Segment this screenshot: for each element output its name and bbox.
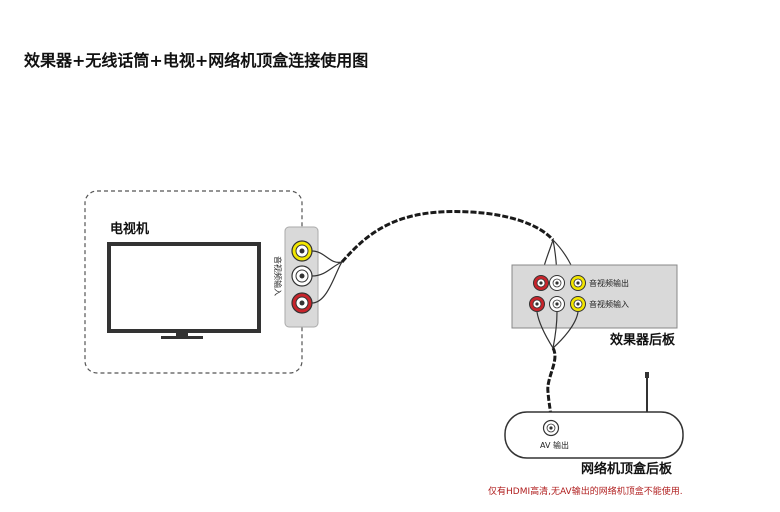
effector-yellow-jack-bottom (570, 296, 586, 312)
tv-icon (107, 242, 261, 339)
tv-white-jack (291, 265, 313, 287)
effector-red-jack-top (533, 275, 549, 291)
settop-av-label: AV 输出 (540, 440, 569, 450)
tv-input-label: 音视频输入 (273, 256, 283, 296)
effector-input-label: 音视频输入 (589, 299, 629, 309)
effector-white-jack-top (549, 275, 565, 291)
effector-white-jack-bottom (549, 296, 565, 312)
tv-yellow-jack (291, 240, 313, 262)
diagram-title: 效果器+无线话筒+电视+网络机顶盒连接使用图 (24, 51, 368, 70)
effector-yellow-jack-top (570, 275, 586, 291)
tv-label: 电视机 (110, 221, 149, 237)
settop-box: AV 输出 (504, 372, 684, 459)
tv-red-jack (291, 292, 313, 314)
effector-panel: 音视频输出 音视频输入 (511, 264, 678, 329)
settop-note: 仅有HDMI高清,无AV输出的网络机顶盒不能使用. (488, 485, 683, 497)
settop-panel-label: 网络机顶盒后板 (581, 461, 673, 477)
settop-av-jack (542, 419, 560, 437)
effector-panel-label: 效果器后板 (610, 332, 676, 348)
effector-output-label: 音视频输出 (589, 278, 629, 288)
tv-input-panel: 音视频输入 (273, 226, 319, 328)
effector-red-jack-bottom (529, 296, 545, 312)
